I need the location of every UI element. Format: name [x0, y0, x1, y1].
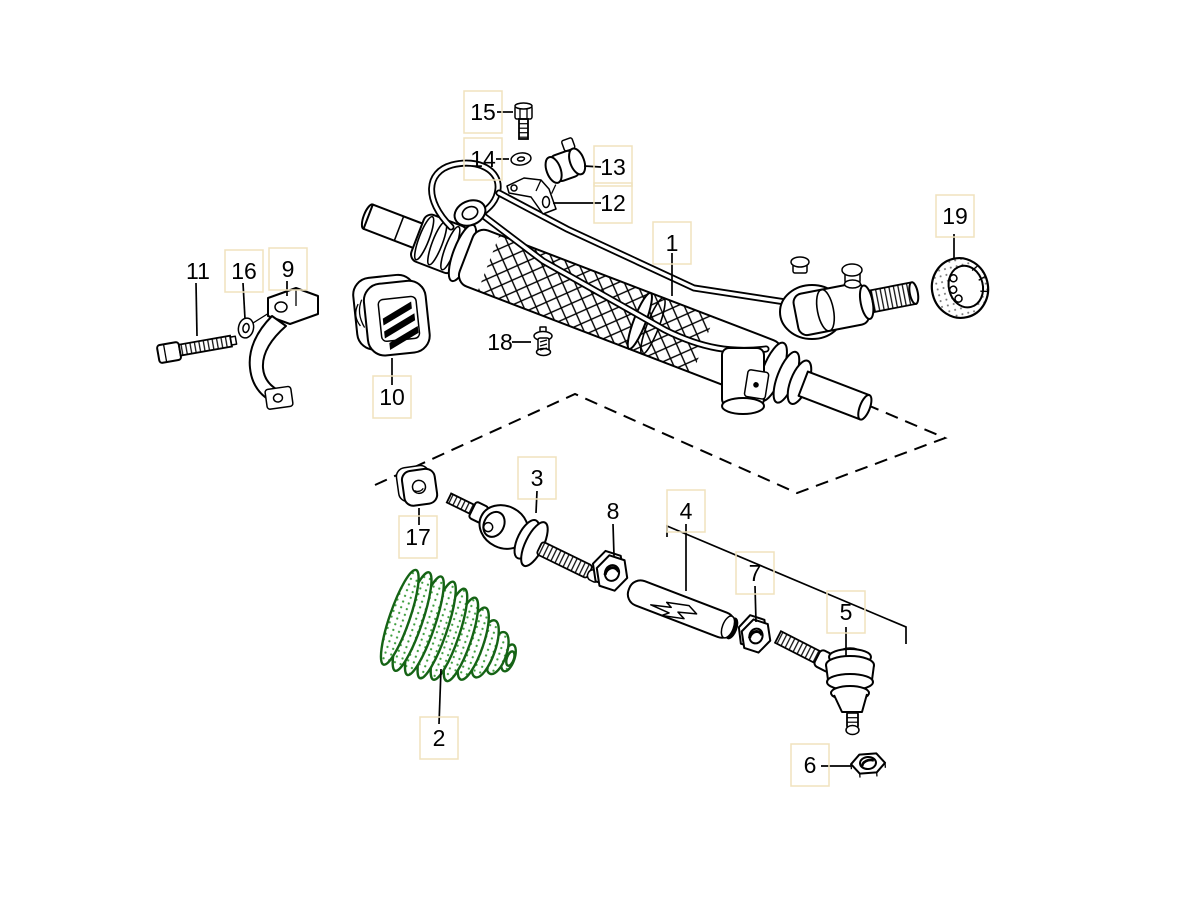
part-label-5: 5 — [840, 599, 853, 625]
part-label-15: 15 — [470, 99, 496, 125]
part-label-19: 19 — [942, 203, 968, 229]
part-hotspot-18[interactable]: 18 — [487, 329, 513, 355]
part-label-16: 16 — [231, 258, 257, 284]
part-label-8: 8 — [607, 498, 620, 524]
part-hotspot-10[interactable]: 10 — [372, 375, 412, 419]
part-12-drawing — [506, 177, 557, 215]
part-hotspot-11[interactable]: 11 — [186, 258, 210, 284]
leader-2 — [438, 668, 442, 725]
leader-11 — [195, 282, 198, 337]
part-15-drawing — [514, 102, 533, 140]
part-label-18: 18 — [487, 329, 513, 355]
assembly-plane-dashed-outline — [374, 392, 948, 495]
part-8-drawing — [591, 549, 629, 592]
part-7-drawing — [737, 614, 772, 654]
part-19-drawing — [930, 257, 990, 319]
part-hotspot-8[interactable]: 8 — [607, 498, 620, 524]
part-label-4: 4 — [680, 498, 693, 524]
part-13-drawing — [544, 137, 587, 194]
part-label-9: 9 — [282, 256, 295, 282]
part-16-drawing — [237, 307, 278, 339]
leader-13 — [583, 165, 602, 168]
part-hotspot-13[interactable]: 13 — [593, 145, 633, 187]
part-2-drawing — [379, 568, 517, 683]
part-hotspot-3[interactable]: 3 — [517, 456, 557, 500]
leader-lines — [195, 111, 955, 767]
part-14-drawing — [510, 152, 532, 166]
part-hotspot-5[interactable]: 5 — [826, 590, 866, 634]
part-18-drawing — [533, 326, 553, 357]
part-17-drawing — [395, 464, 439, 507]
part-1-drawing — [360, 159, 920, 421]
part-hotspot-19[interactable]: 19 — [935, 194, 975, 238]
part-label-6: 6 — [804, 752, 817, 778]
part-5-drawing — [773, 629, 875, 736]
part-hotspot-6[interactable]: 6 — [790, 743, 830, 787]
part-hotspot-2[interactable]: 2 — [419, 716, 459, 760]
part-hotspot-7[interactable]: 7 — [735, 551, 775, 595]
part-4-drawing — [626, 579, 739, 640]
part-label-13: 13 — [600, 154, 626, 180]
part-hotspot-14[interactable]: 14 — [463, 137, 503, 181]
part-3-drawing — [445, 492, 602, 583]
part-11-drawing — [156, 334, 238, 364]
part-label-11: 11 — [186, 258, 210, 284]
part-9-drawing — [248, 287, 319, 410]
part-label-17: 17 — [405, 524, 431, 550]
part-hotspot-15[interactable]: 15 — [463, 90, 503, 134]
leader-8 — [612, 523, 615, 557]
part-label-1: 1 — [666, 230, 679, 256]
leader-16 — [242, 282, 246, 320]
part-label-7: 7 — [749, 560, 762, 586]
part-label-2: 2 — [433, 725, 446, 751]
part-hotspot-12[interactable]: 12 — [593, 182, 633, 224]
part-hotspot-1[interactable]: 1 — [652, 221, 692, 265]
part-hotspot-16[interactable]: 16 — [224, 249, 264, 293]
leader-3 — [535, 490, 538, 514]
part-hotspot-17[interactable]: 17 — [398, 515, 438, 559]
part-6-drawing — [850, 752, 887, 778]
part-labels: 1 2 3 4 5 6 7 8 9 — [186, 90, 975, 787]
part-label-12: 12 — [600, 190, 626, 216]
part-label-14: 14 — [470, 146, 496, 172]
part-10-drawing — [352, 273, 431, 357]
part-label-3: 3 — [531, 465, 544, 491]
part-hotspot-4[interactable]: 4 — [666, 489, 706, 533]
part-hotspot-9[interactable]: 9 — [268, 247, 308, 291]
leader-7 — [754, 585, 757, 623]
part-label-10: 10 — [379, 384, 405, 410]
